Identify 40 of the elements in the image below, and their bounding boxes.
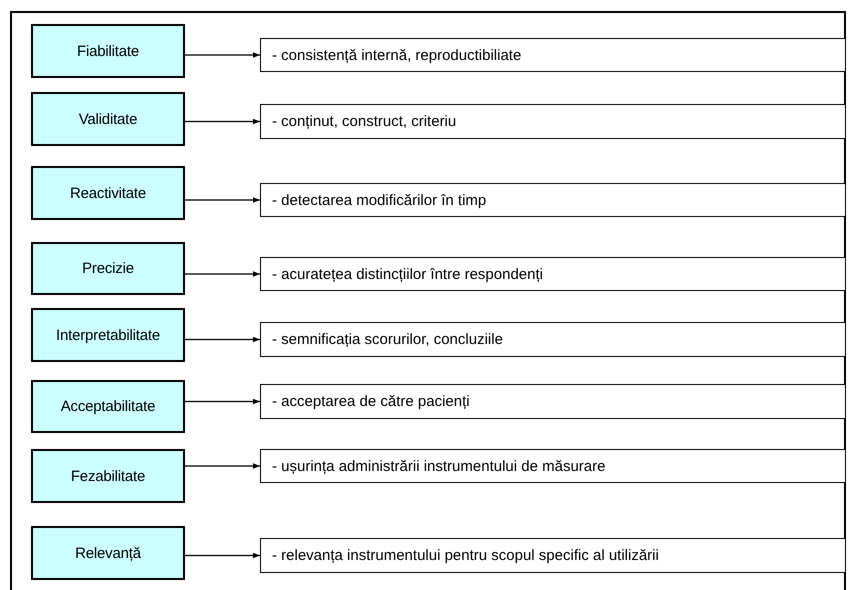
description-text: - relevanța instrumentului pentru scopul specific al utilizării bbox=[272, 547, 659, 564]
term-label: Precizie bbox=[82, 260, 134, 277]
arrow bbox=[185, 52, 260, 58]
term-box bbox=[31, 242, 185, 295]
description-box bbox=[260, 384, 846, 419]
term-box bbox=[31, 449, 185, 503]
term-label: Reactivitate bbox=[70, 184, 146, 202]
arrow bbox=[185, 463, 260, 469]
description-box bbox=[260, 257, 846, 291]
term-label: Interpretabilitate bbox=[56, 326, 160, 344]
term-box bbox=[31, 166, 185, 220]
description-box bbox=[260, 538, 846, 573]
term-box bbox=[31, 526, 185, 580]
term-label: Relevanță bbox=[75, 544, 141, 562]
arrow bbox=[185, 197, 260, 203]
description-text: - detectarea modificărilor în timp bbox=[272, 192, 486, 208]
term-box bbox=[31, 380, 185, 433]
description-text: - acceptarea de către pacienți bbox=[272, 393, 470, 410]
term-box bbox=[31, 308, 185, 362]
term-box bbox=[31, 92, 185, 146]
term-box bbox=[31, 24, 185, 78]
description-box bbox=[260, 38, 846, 72]
description-text: - consistență internă, reproductibiliate bbox=[272, 46, 522, 64]
term-label: Acceptabilitate bbox=[60, 398, 156, 415]
description-box bbox=[260, 104, 846, 139]
arrow bbox=[185, 398, 260, 404]
description-text: - acuratețea distincțiilor între respondenți bbox=[272, 266, 543, 282]
description-box bbox=[260, 183, 846, 217]
description-box bbox=[260, 322, 846, 357]
term-label: Fiabilitate bbox=[77, 42, 139, 60]
description-text: - conținut, construct, criteriu bbox=[272, 113, 456, 130]
arrow bbox=[185, 118, 260, 124]
term-label: Fezabilitate bbox=[70, 468, 146, 484]
arrow bbox=[185, 271, 260, 277]
description-text: - ușurința administrării instrumentului de măsurare bbox=[272, 458, 606, 474]
term-label: Validitate bbox=[78, 110, 138, 128]
arrow bbox=[185, 552, 260, 558]
description-text: - semnificația scorurilor, concluziile bbox=[272, 331, 503, 348]
description-box bbox=[260, 449, 846, 483]
arrow bbox=[185, 336, 260, 342]
